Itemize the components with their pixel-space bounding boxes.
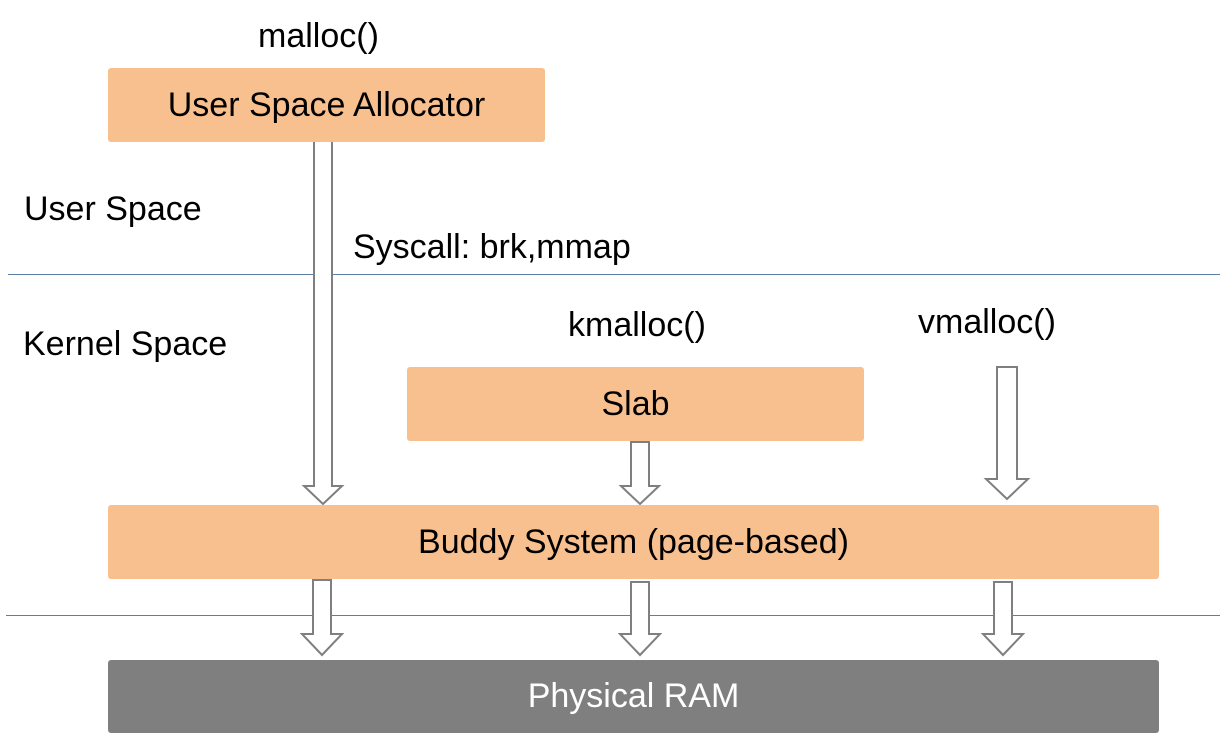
user-kernel-divider [8, 274, 1220, 275]
arrow-slab-to-buddy [618, 441, 662, 506]
kernel-hardware-divider [6, 615, 1220, 616]
arrow-vmalloc-to-buddy [983, 366, 1031, 501]
physical-ram-box: Physical RAM [108, 660, 1159, 733]
arrow-allocator-to-buddy [301, 139, 345, 506]
kmalloc-label: kmalloc() [568, 306, 706, 344]
user-space-label: User Space [24, 190, 202, 228]
arrow-buddy-to-ram-right [980, 581, 1026, 657]
user-space-allocator-box: User Space Allocator [108, 68, 545, 142]
malloc-label: malloc() [258, 17, 379, 55]
buddy-system-box: Buddy System (page-based) [108, 505, 1159, 579]
vmalloc-label: vmalloc() [918, 303, 1056, 341]
syscall-label: Syscall: brk,mmap [353, 228, 631, 266]
kernel-space-label: Kernel Space [23, 325, 228, 363]
slab-box: Slab [407, 367, 864, 441]
arrow-buddy-to-ram-left [299, 579, 345, 657]
arrow-buddy-to-ram-middle [617, 581, 663, 657]
